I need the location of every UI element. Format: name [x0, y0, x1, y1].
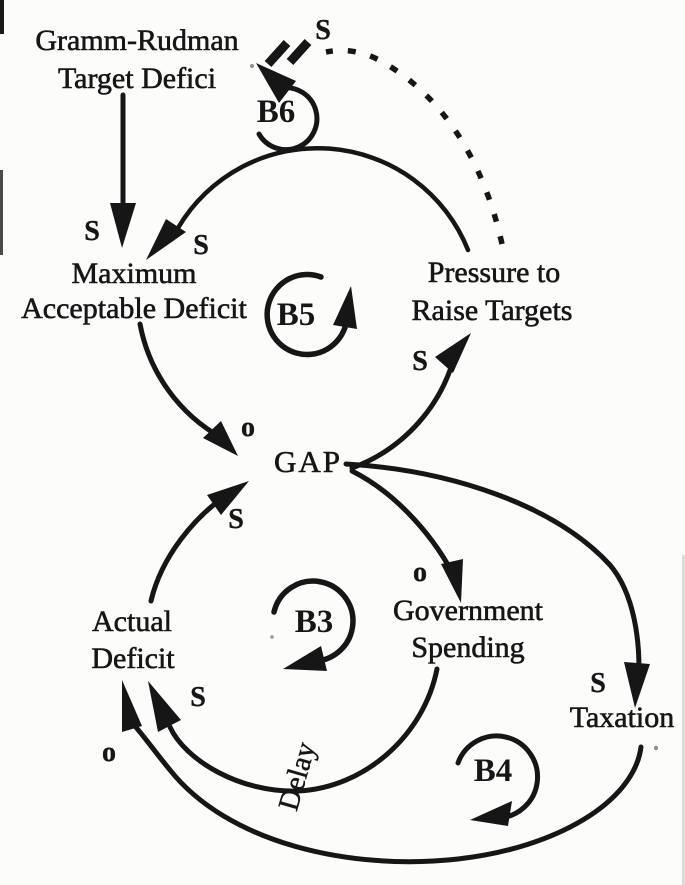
arc-government-to-actual-deficit-delay	[167, 666, 440, 794]
node-max-acceptable-deficit-line2: Acceptable Deficit	[21, 292, 247, 325]
arc-taxation-to-actual-deficit	[128, 719, 644, 865]
node-pressure-to-raise-targets-line1: Pressure to	[428, 256, 560, 289]
loop-label-b4: B4	[474, 753, 513, 789]
polarity-government-to-actual: S	[190, 682, 206, 713]
node-gramm-rudman-line2: Target Defici	[58, 62, 216, 95]
edges-layer	[120, 38, 644, 865]
polarity-pressure-to-gramm: S	[315, 15, 331, 46]
node-actual-deficit-line2: Deficit	[91, 642, 175, 675]
polarity-gap-to-taxation: S	[590, 668, 606, 699]
arrowhead-loop-b4	[470, 801, 512, 826]
scan-speck-3	[653, 745, 659, 751]
scan-edge-strip-right	[682, 555, 685, 885]
arc-gap-to-pressure	[349, 347, 459, 471]
loop-b6-circle-arrow	[256, 85, 320, 153]
node-actual-deficit-line1: Actual	[92, 605, 172, 638]
scan-edge-mark-top-left	[0, 0, 4, 34]
scan-speck-1	[250, 64, 254, 68]
arrowhead-loop-b3	[283, 646, 327, 671]
node-government-spending-line1: Government	[393, 594, 544, 627]
loop-label-b6: B6	[257, 94, 296, 130]
arrowhead-max-to-gap	[203, 421, 238, 456]
node-taxation: Taxation	[570, 701, 675, 734]
loop-label-b5: B5	[277, 297, 316, 333]
dashed-arrowhead-slash-2	[286, 38, 312, 66]
node-pressure-to-raise-targets-line2: Raise Targets	[412, 294, 573, 327]
arrowheads-layer	[110, 63, 650, 826]
loop-b5-circle-arrow	[264, 271, 349, 358]
polarity-labels-layer: S S S o S S o S S o	[84, 15, 606, 768]
delay-annotation: Delay	[272, 738, 322, 814]
loop-b3-circle-arrow	[271, 578, 356, 664]
dashed-arc-pressure-to-gramm	[325, 47, 505, 245]
arrowhead-pressure-to-max	[146, 219, 186, 260]
node-gramm-rudman-line1: Gramm-Rudman	[35, 24, 238, 57]
arrowhead-loop-b6	[256, 63, 296, 103]
dashed-arrowhead-slash-1	[264, 39, 291, 68]
polarity-gap-to-government: o	[413, 557, 427, 588]
arrowhead-loop-b5	[333, 286, 357, 329]
polarity-gramm-to-max: S	[84, 216, 100, 247]
arc-gap-to-government-spending	[349, 468, 460, 585]
arc-max-deficit-to-gap	[137, 321, 225, 441]
polarity-taxation-to-actual: o	[102, 737, 116, 768]
arrowhead-gap-to-government	[441, 559, 463, 603]
arc-gap-to-taxation	[343, 461, 642, 693]
arrowhead-actual-to-gap	[207, 481, 249, 515]
arrowhead-gramm-to-max	[110, 203, 136, 248]
node-max-acceptable-deficit-line1: Maximum	[72, 257, 197, 290]
arrowhead-gap-to-taxation	[624, 662, 650, 708]
arrowhead-gap-to-pressure	[435, 333, 471, 373]
node-gap: GAP	[274, 444, 342, 479]
arrowhead-government-to-actual	[148, 681, 181, 732]
loop-labels-layer: B6 B5 B3 B4	[257, 94, 513, 789]
node-labels-layer: Gramm-Rudman Target Defici Maximum Accep…	[21, 24, 675, 815]
scan-edge-mark-mid-left	[0, 170, 3, 255]
arc-pressure-to-max-deficit	[175, 145, 471, 253]
polarity-max-to-gap: o	[241, 412, 255, 443]
polarity-actual-to-gap: S	[228, 504, 244, 535]
node-government-spending-line2: Spending	[411, 631, 524, 664]
loop-label-b3: B3	[295, 604, 334, 640]
arrowhead-taxation-to-actual	[122, 680, 142, 732]
polarity-pressure-to-max: S	[193, 230, 209, 261]
loop-b4-circle-arrow	[455, 733, 541, 821]
polarity-gap-to-pressure: S	[412, 346, 428, 377]
scan-speck-2	[270, 635, 274, 639]
